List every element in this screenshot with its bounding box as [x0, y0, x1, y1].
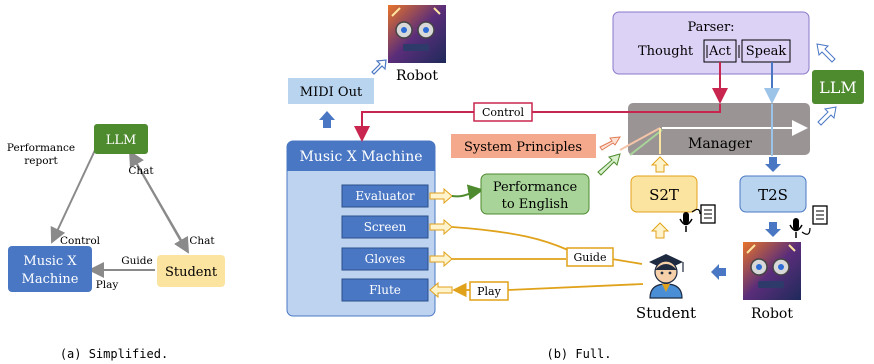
caption-full: (b) Full. [546, 347, 611, 361]
midi-out-label: MIDI Out [300, 85, 363, 100]
flute-out-arrow [429, 281, 453, 299]
t2s-to-robot-arrow [765, 222, 781, 237]
t2s-box [739, 175, 807, 213]
simplified-student-label: Student [165, 265, 218, 280]
t2s-label: T2S [758, 186, 788, 204]
parser-box [612, 11, 810, 75]
robot-top-label: Robot [396, 68, 438, 84]
simplified-llm-node [94, 124, 148, 154]
simplified-machine-label-1: Music X [23, 254, 77, 269]
gloves-label: Gloves [365, 252, 406, 266]
principle-flow-line [619, 127, 661, 151]
document-icon-t2s [812, 205, 828, 225]
performance-report-label-2: report [24, 155, 58, 167]
full-diagram: Robot MIDI Out Music X Machine Evaluator… [286, 5, 864, 361]
s2t-to-manager-arrow [650, 156, 670, 173]
play-edge-1 [507, 283, 644, 291]
student-icon [649, 254, 684, 299]
principles-to-manager-arrow [599, 136, 621, 151]
llm-label-full: LLM [819, 78, 857, 97]
evaluator-to-perf-edge [451, 184, 484, 201]
control-edge-2 [354, 111, 474, 142]
llm-to-parser-arrow [816, 43, 836, 63]
simplified-diagram: LLM Music X Machine Student Performance … [7, 124, 225, 361]
simplified-student-node [157, 255, 225, 287]
control-edge-1 [532, 104, 721, 113]
llm-box-full [812, 70, 864, 104]
parser-speak: Speak [746, 44, 787, 59]
evaluator-out-arrow [429, 187, 453, 205]
screen-box [341, 215, 429, 239]
microphone-icon [679, 208, 701, 232]
performance-to-english-label-2: to English [502, 197, 569, 212]
parser-thought: Thought [638, 44, 694, 59]
chat-bottom-label: Chat [189, 235, 215, 247]
play-label-simplified: Play [96, 279, 119, 291]
midi-out-box [288, 78, 374, 104]
gloves-in-arrow [429, 250, 453, 268]
gloves-box [341, 247, 429, 271]
perf-to-manager-arrow [597, 153, 621, 176]
control-label-full: Control [482, 106, 524, 119]
edge-student-to-llm [129, 150, 187, 251]
performance-report-label-1: Performance [7, 142, 75, 154]
system-principles-box [451, 134, 596, 158]
s2t-box [630, 175, 698, 213]
play-label-box [469, 281, 509, 301]
control-label-box [473, 102, 533, 122]
simplified-machine-label-2: Machine [22, 272, 79, 287]
guide-label-box [566, 247, 614, 267]
manager-label: Manager [688, 136, 752, 152]
machine-to-midi-arrow [319, 111, 335, 128]
guide-label-full: Guide [574, 251, 607, 264]
parser-speak-box [741, 39, 791, 63]
s2t-label: S2T [649, 186, 679, 204]
system-principles-label: System Principles [464, 140, 582, 155]
parser-act: Act [708, 44, 732, 59]
document-icon [700, 204, 716, 224]
robot-bottom-image [743, 242, 801, 300]
midi-to-robot-arrow [371, 59, 387, 75]
screen-label: Screen [364, 220, 407, 234]
robot-to-student-arrow [711, 264, 726, 280]
caption-simplified: (a) Simplified. [60, 347, 168, 361]
control-label-simplified: Control [60, 235, 101, 247]
guide-edge-student [611, 258, 643, 265]
screen-in-arrow [429, 218, 453, 236]
performance-to-english-label-1: Performance [493, 180, 578, 195]
flute-label: Flute [369, 283, 401, 297]
manager-to-t2s-arrow [765, 157, 781, 172]
parser-title: Parser: [687, 20, 734, 35]
flute-box [341, 278, 429, 302]
evaluator-label: Evaluator [355, 189, 414, 203]
guide-edge-screen [451, 226, 569, 251]
perf-flow-line [629, 129, 663, 156]
music-x-machine-title: Music X Machine [299, 149, 422, 165]
chat-top-label: Chat [128, 165, 154, 177]
student-label-full: Student [636, 304, 696, 322]
student-to-s2t-arrow [650, 222, 670, 239]
simplified-llm-label: LLM [106, 133, 137, 148]
play-label-full: Play [477, 285, 501, 298]
edge-llm-to-machine [50, 147, 97, 244]
microphone-icon-t2s [789, 218, 811, 238]
simplified-machine-node [8, 246, 92, 292]
guide-label-simplified: Guide [121, 255, 152, 267]
robot-bottom-label: Robot [751, 306, 793, 322]
manager-to-llm-arrow [817, 106, 837, 126]
performance-to-english-box [480, 173, 590, 215]
evaluator-box [341, 184, 429, 208]
robot-top-image [388, 5, 446, 63]
